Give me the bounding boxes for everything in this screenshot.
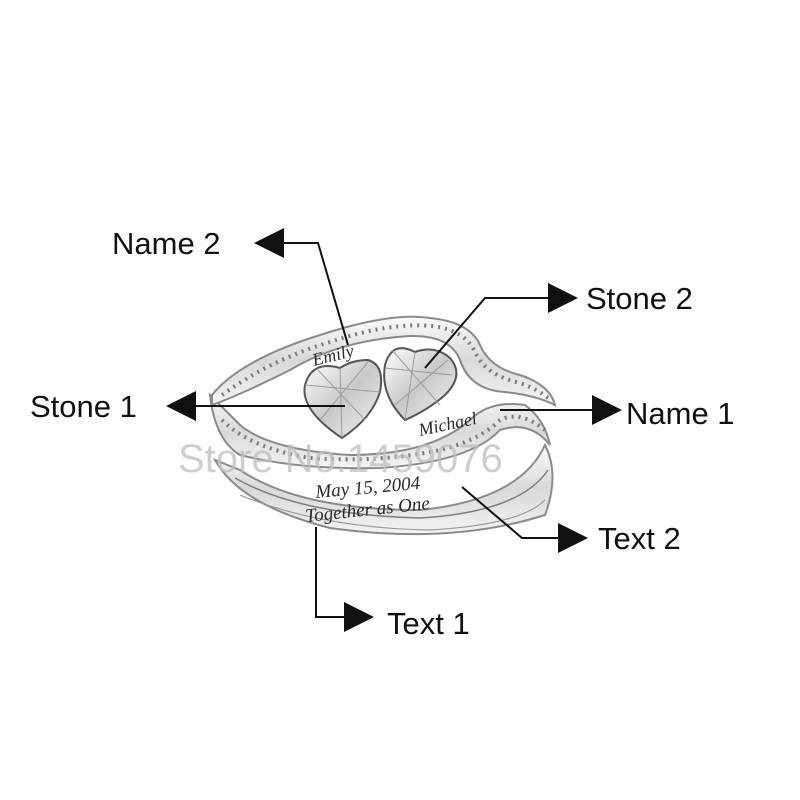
callout-text-1: Text 1: [315, 527, 470, 641]
heart-stone-1: [303, 358, 383, 440]
arrowhead-text-2: [558, 523, 588, 553]
callout-stone-1: Stone 1: [30, 389, 345, 424]
callout-name-1: Name 1: [500, 395, 735, 431]
callout-stone-2: Stone 2: [424, 281, 693, 369]
lower-band-inner: [234, 469, 549, 519]
arrowhead-stone-1: [166, 391, 196, 421]
callout-label-stone-2: Stone 2: [586, 281, 693, 316]
lower-band-edge: [239, 494, 546, 531]
arrowhead-name-2: [254, 228, 284, 258]
arrowhead-stone-2: [548, 283, 578, 313]
arrowhead-text-1: [344, 602, 374, 632]
callout-label-stone-1: Stone 1: [30, 389, 137, 424]
callout-name-2: Name 2: [112, 226, 349, 346]
callout-text-2: Text 2: [461, 486, 681, 556]
pave-stones-middle: [220, 414, 547, 462]
pave-stones-upper: [220, 323, 552, 402]
ring-set-illustration: Emily Michael May 15, 2004 Together as O…: [208, 315, 557, 536]
arrowhead-name-1: [592, 395, 622, 425]
callout-label-name-1: Name 1: [626, 396, 735, 431]
upper-band: [211, 315, 557, 407]
heart-stone-2: [383, 347, 458, 422]
callout-label-text-2: Text 2: [598, 521, 681, 556]
pointer-line-stone-2: [424, 297, 552, 369]
middle-band: [208, 392, 551, 470]
callout-label-text-1: Text 1: [387, 606, 470, 641]
pointer-line-text-1: [315, 527, 348, 618]
pointer-line-text-2: [461, 486, 562, 539]
store-watermark: Store No.1459076: [178, 437, 503, 481]
callout-label-name-2: Name 2: [112, 226, 221, 261]
pointer-line-name-2: [280, 242, 349, 346]
